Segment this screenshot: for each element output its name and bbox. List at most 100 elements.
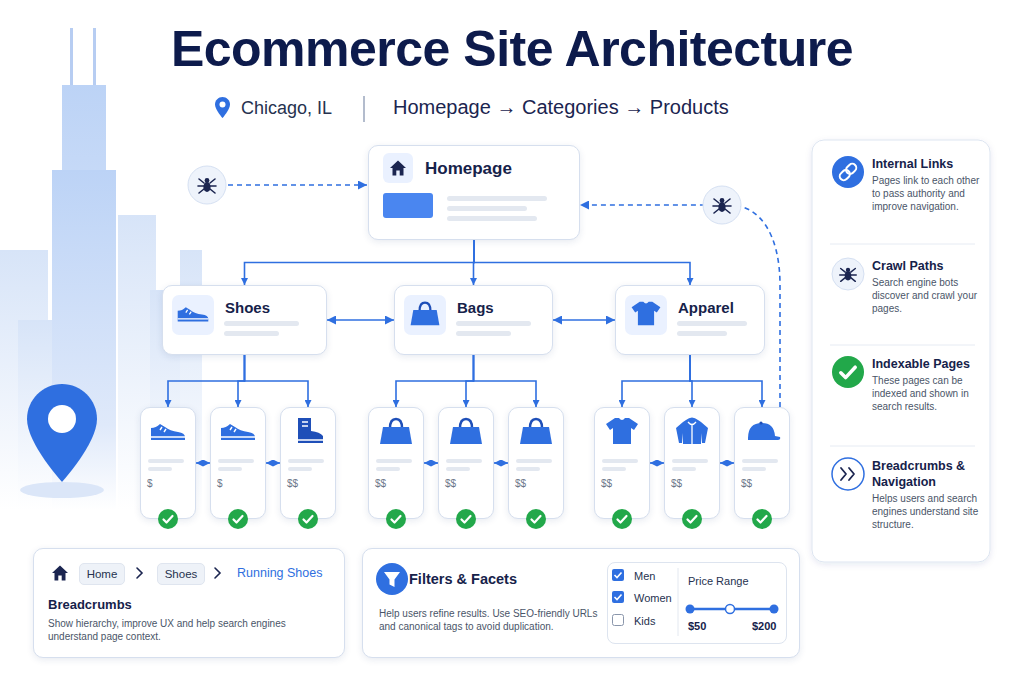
info-heading: Indexable Pages xyxy=(872,356,982,372)
crawl-badge xyxy=(832,258,864,290)
link-arrow xyxy=(690,355,692,407)
placeholder-bar xyxy=(742,467,766,471)
product-card: $ xyxy=(140,407,196,519)
indexed-check xyxy=(752,509,772,529)
category-name: Bags xyxy=(457,299,546,316)
card-heading: Filters & Facets xyxy=(409,571,599,587)
product-icon xyxy=(221,424,255,440)
link-loop xyxy=(838,168,851,181)
placeholder-bar xyxy=(148,467,172,471)
filter-badge xyxy=(376,563,408,595)
link-arrow xyxy=(196,462,210,464)
indexed-check xyxy=(228,509,248,529)
placeholder-bar xyxy=(148,459,184,463)
price-text: $$ xyxy=(375,478,419,489)
link-arrow xyxy=(245,240,475,285)
placeholder-bar xyxy=(376,459,412,463)
product-icon xyxy=(151,424,185,440)
product-card: $$ xyxy=(508,407,564,519)
range-value: $50 xyxy=(688,620,728,632)
placeholder-bar xyxy=(446,459,482,463)
icon-tile xyxy=(404,295,446,335)
card-text: Show hierarchy, improve UX and help sear… xyxy=(48,617,338,643)
range-label: Price Range xyxy=(688,575,783,587)
crawl-path xyxy=(580,205,780,407)
tower-base xyxy=(52,170,116,510)
info-heading: Breadcrumbs & Navigation xyxy=(872,458,982,490)
checkbox xyxy=(612,569,624,581)
info-text: Search engine bots discover and crawl yo… xyxy=(872,276,982,315)
placeholder-bar xyxy=(288,459,324,463)
link-arrow xyxy=(424,462,438,464)
price-text: $$ xyxy=(515,478,559,489)
link-arrow xyxy=(622,355,690,407)
product-card: $$ xyxy=(664,407,720,519)
placeholder-bar xyxy=(742,459,778,463)
product-icon xyxy=(380,419,412,444)
link-arrow xyxy=(327,319,394,321)
price-text: $$ xyxy=(671,478,715,489)
info-item: Crawl PathsSearch engine bots discover a… xyxy=(826,252,986,342)
price-text: $$ xyxy=(445,478,489,489)
placeholder-bar xyxy=(446,467,470,471)
nav-badge xyxy=(832,458,864,490)
placeholder-bar xyxy=(672,459,708,463)
checkbox-mark xyxy=(615,595,622,600)
tower xyxy=(62,85,106,510)
product-icon xyxy=(676,418,708,445)
divider xyxy=(830,446,975,447)
bot-badge xyxy=(188,166,226,204)
placeholder-bars xyxy=(148,459,778,471)
info-text: Helps users and search engines understan… xyxy=(872,492,982,531)
chip-label: Home xyxy=(80,568,124,580)
price-text: $$ xyxy=(287,478,331,489)
slider-knob xyxy=(770,605,779,614)
range-value: $200 xyxy=(752,620,786,632)
product-card: $$ xyxy=(280,407,336,519)
crawl-arrow xyxy=(228,184,367,186)
price-text: $$ xyxy=(601,478,645,489)
option-label: Men xyxy=(634,570,684,582)
divider xyxy=(830,345,975,346)
link-arrow xyxy=(396,355,474,407)
breadcrumb-card: BreadcrumbsShow hierarchy, improve UX an… xyxy=(33,548,345,658)
antenna xyxy=(93,28,96,88)
indexed-check xyxy=(682,509,702,529)
link-arrow xyxy=(474,240,690,285)
shirt-icon xyxy=(632,302,661,325)
placeholder-bar xyxy=(516,467,540,471)
placeholder-bar xyxy=(602,459,638,463)
price-text: $$ xyxy=(741,478,785,489)
product-icon xyxy=(450,419,482,444)
indexed-check xyxy=(158,509,178,529)
breadcrumb-chip: Shoes xyxy=(157,563,205,585)
shoe-icon xyxy=(178,307,209,321)
placeholder-bar xyxy=(218,459,254,463)
link-arrow xyxy=(494,462,508,464)
product-icon xyxy=(606,418,638,444)
location-icon xyxy=(215,97,230,118)
price-text: $ xyxy=(217,478,261,489)
hero-block xyxy=(383,193,433,218)
bag-icon xyxy=(411,303,440,326)
info-heading: Crawl Paths xyxy=(872,258,982,274)
filter-card: Filters & FacetsHelp users refine result… xyxy=(362,548,800,658)
checkbox xyxy=(613,615,624,626)
placeholder-bar xyxy=(516,459,552,463)
slider-knob xyxy=(686,605,695,614)
info-item: Indexable PagesThese pages can be indexe… xyxy=(826,350,986,442)
category-name: Shoes xyxy=(225,299,320,316)
product-card: $$ xyxy=(438,407,494,519)
pin-shadow xyxy=(20,482,104,498)
chip-label: Shoes xyxy=(158,568,204,580)
placeholder-bar xyxy=(224,331,279,336)
home-icon xyxy=(390,161,406,176)
link-arrow xyxy=(245,355,309,407)
breadcrumb-chip: Home xyxy=(79,563,125,585)
placeholder-bar xyxy=(288,467,312,471)
icon-tile xyxy=(172,295,214,335)
indexed-check xyxy=(456,509,476,529)
card-text: Help users refine results. Use SEO-frien… xyxy=(379,607,607,633)
crawler-icon xyxy=(198,178,216,193)
icon-tile xyxy=(383,153,413,183)
